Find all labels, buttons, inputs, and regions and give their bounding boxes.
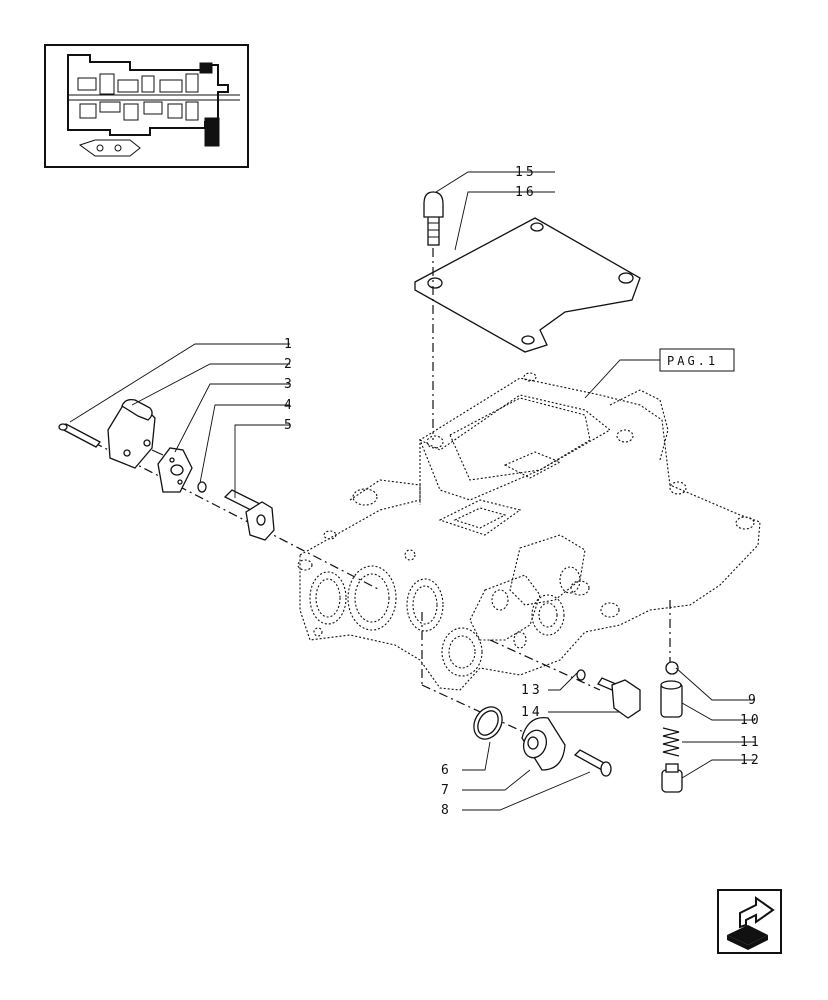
screw-part-8[interactable] [573,749,612,777]
callout-14: 14 [521,705,543,720]
next-page-arrow-icon[interactable] [717,889,782,954]
callout-3: 3 [284,377,295,392]
oring-part-4[interactable] [197,481,207,493]
callout-11: 11 [740,735,762,750]
plug-part-12[interactable] [661,763,683,793]
callout-16: 16 [515,185,537,200]
callout-labels: 1 2 3 4 5 6 7 8 9 10 11 12 13 14 15 16 [284,165,762,818]
locator-thumbnail[interactable] [44,44,249,168]
callout-4: 4 [284,398,295,413]
plug-part-14[interactable] [597,677,641,719]
screw-part-1[interactable] [58,423,101,448]
oring-part-6[interactable] [468,702,508,744]
callout-10: 10 [740,713,762,728]
callout-7: 7 [441,783,452,798]
gasket-part-3[interactable] [157,447,193,493]
cover-bolt[interactable] [423,191,444,246]
callout-15: 15 [515,165,537,180]
ball-part-9[interactable] [665,661,679,675]
leader-lines [69,171,755,811]
plug-part-7[interactable] [520,717,566,771]
cover-plate[interactable] [414,217,641,353]
spring-part-11[interactable] [662,727,680,757]
page-reference-label: PAG.1 [667,354,718,368]
callout-12: 12 [740,753,762,768]
callout-8: 8 [441,803,452,818]
callout-13: 13 [521,683,543,698]
callout-5: 5 [284,418,295,433]
transmission-housing [297,372,761,691]
callout-2: 2 [284,357,295,372]
sleeve-part-10[interactable] [660,680,683,718]
washer-part-13[interactable] [576,669,586,681]
callout-9: 9 [748,693,759,708]
plunger-part-5[interactable] [223,489,275,541]
callout-1: 1 [284,337,295,352]
page-reference-box[interactable]: PAG.1 [659,348,735,372]
solenoid-part-2[interactable] [107,398,164,469]
callout-6: 6 [441,763,452,778]
